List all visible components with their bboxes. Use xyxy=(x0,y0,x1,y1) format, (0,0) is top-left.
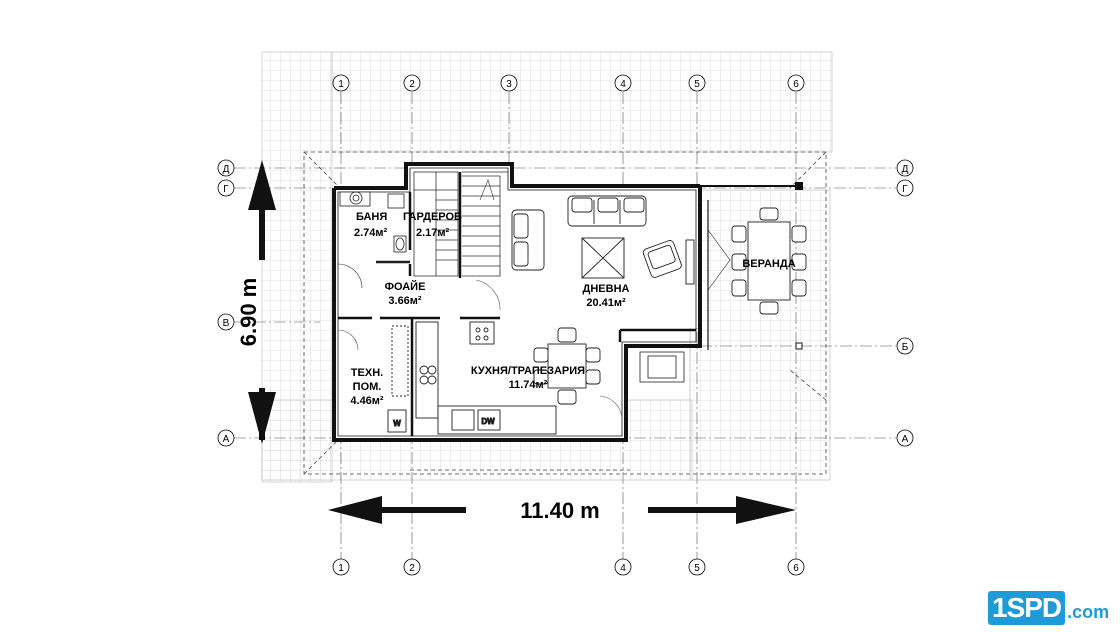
exterior-unit xyxy=(639,351,685,383)
axis-bubble-left-v xyxy=(217,313,235,331)
axis-letter-right-b: Б xyxy=(902,342,909,353)
washer-label: W xyxy=(393,419,401,428)
living-furniture xyxy=(511,195,695,285)
depth-dimension-label: 6.90 m xyxy=(236,278,261,347)
logo-domain: .com xyxy=(1067,601,1110,622)
room-labels: БАНЯ 2.74м² ГАРДЕРОБ 2.17м² ФОАЙЕ 3.66м²… xyxy=(350,211,795,407)
width-dimension-label: 11.40 m xyxy=(520,498,600,523)
axis-letter-left-v: В xyxy=(223,318,230,329)
axis-bubble-bottom-2 xyxy=(403,558,421,576)
axis-letter-left-g: Г xyxy=(223,184,229,195)
door-swings xyxy=(337,279,623,421)
axis-bubble-bottom-6 xyxy=(787,558,805,576)
axis-number-bottom-2: 2 xyxy=(409,563,415,574)
axis-letter-right-g: Г xyxy=(902,184,908,195)
interior-walls xyxy=(338,172,696,436)
axis-bubble-right-b xyxy=(896,337,914,355)
veranda-furniture xyxy=(707,207,807,315)
axis-number-bottom-4: 4 xyxy=(620,563,626,574)
axis-bubble-top-6 xyxy=(787,74,805,92)
axis-bubble-bottom-1 xyxy=(332,558,350,576)
axis-letter-right-d: Д xyxy=(902,164,909,175)
axis-bubbles-left: Д Г В А xyxy=(217,159,235,447)
logo-mark: 1SPD xyxy=(988,591,1066,625)
room-label-tech: ТЕХН. xyxy=(351,367,383,379)
exterior-walls-inner-line xyxy=(337,167,697,437)
axis-bubble-left-g xyxy=(217,179,235,197)
dining-set xyxy=(533,327,601,405)
axis-number-top-1: 1 xyxy=(338,79,344,90)
depth-dimension: 6.90 m xyxy=(236,160,276,444)
depth-arrow-top xyxy=(248,160,276,210)
axis-number-bottom-5: 5 xyxy=(694,563,700,574)
width-dimension: 11.40 m xyxy=(328,496,796,524)
axis-letter-left-d: Д xyxy=(223,164,230,175)
veranda-beams xyxy=(700,182,803,350)
axis-bubble-right-a xyxy=(896,429,914,447)
staircase xyxy=(413,171,508,277)
depth-arrow-bottom xyxy=(248,392,276,444)
axis-bubble-top-3 xyxy=(500,74,518,92)
dishwasher-label: DW xyxy=(481,417,495,426)
room-label-veranda: ВЕРАНДА xyxy=(742,258,795,270)
axis-bubbles-bottom: 1 2 4 5 6 xyxy=(332,558,805,576)
kitchen-fixtures: DW xyxy=(415,321,557,435)
room-label-wardrobe: ГАРДЕРОБ xyxy=(403,211,462,223)
room-label-living: ДНЕВНА xyxy=(583,283,630,295)
room-area-foyer: 3.66м² xyxy=(388,295,422,307)
tech-room-fixtures: W xyxy=(387,325,409,433)
room-area-kitchen: 11.74м² xyxy=(509,379,548,391)
axis-number-top-4: 4 xyxy=(620,79,626,90)
axis-bubble-left-a xyxy=(217,429,235,447)
axis-bubble-bottom-4 xyxy=(614,558,632,576)
room-label-foyer: ФОАЙЕ xyxy=(385,280,426,293)
axis-number-top-6: 6 xyxy=(793,79,799,90)
axis-bubble-left-d xyxy=(217,159,235,177)
room-label-bath: БАНЯ xyxy=(356,211,387,223)
room-area-tech: 4.46м² xyxy=(350,395,384,407)
room-label-kitchen: КУХНЯ/ТРАПЕЗАРИЯ xyxy=(471,365,585,377)
axis-letter-right-a: А xyxy=(902,434,909,445)
axis-number-bottom-6: 6 xyxy=(793,563,799,574)
axis-bubble-right-d xyxy=(896,159,914,177)
room-area-wardrobe: 2.17м² xyxy=(416,227,450,239)
width-arrow-right xyxy=(736,496,796,524)
axis-bubble-top-4 xyxy=(614,74,632,92)
axis-bubbles-top: 1 2 3 4 5 6 xyxy=(332,74,805,92)
axis-number-bottom-1: 1 xyxy=(338,563,344,574)
exterior-walls xyxy=(332,162,702,442)
tv-unit xyxy=(685,239,695,285)
room-area-bath: 2.74м² xyxy=(354,227,388,239)
axis-letter-left-a: А xyxy=(223,434,230,445)
axis-number-top-2: 2 xyxy=(409,79,415,90)
axis-bubbles-right: Д Г Б А xyxy=(896,159,914,447)
room-area-living: 20.41м² xyxy=(586,297,626,309)
axis-bubble-top-5 xyxy=(688,74,706,92)
site-logo[interactable]: 1SPD .com xyxy=(988,588,1116,628)
room-label-tech-2: ПОМ. xyxy=(353,381,382,393)
axis-bubble-top-2 xyxy=(403,74,421,92)
axis-bubble-bottom-5 xyxy=(688,558,706,576)
axis-number-top-5: 5 xyxy=(694,79,700,90)
width-arrow-left xyxy=(328,496,382,524)
axis-bubble-right-g xyxy=(896,179,914,197)
axis-bubble-top-1 xyxy=(332,74,350,92)
axis-number-top-3: 3 xyxy=(506,79,512,90)
bathroom-fixtures xyxy=(337,191,410,289)
